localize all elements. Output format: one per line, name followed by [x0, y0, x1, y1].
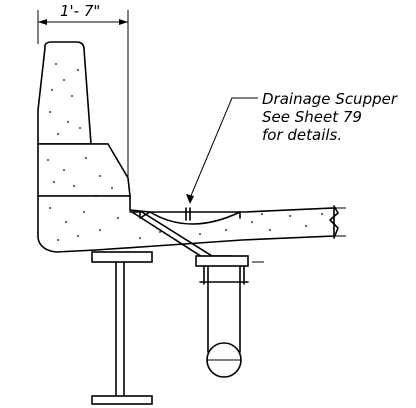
downspout-pipe — [195, 255, 264, 378]
note-line-3: for details. — [262, 126, 342, 144]
note-line-2: See Sheet 79 — [262, 108, 362, 126]
note-line-1: Drainage Scupper — [262, 90, 398, 108]
dimension-label: 1'- 7" — [60, 2, 100, 20]
concrete-stipple — [47, 63, 323, 241]
note-leader — [186, 97, 258, 204]
dimension-1ft-7in: 1'- 7" — [37, 2, 129, 188]
barrier-parapet — [37, 41, 131, 197]
steel-girder — [91, 251, 153, 405]
drainage-note: Drainage Scupper See Sheet 79 for detail… — [262, 90, 398, 144]
